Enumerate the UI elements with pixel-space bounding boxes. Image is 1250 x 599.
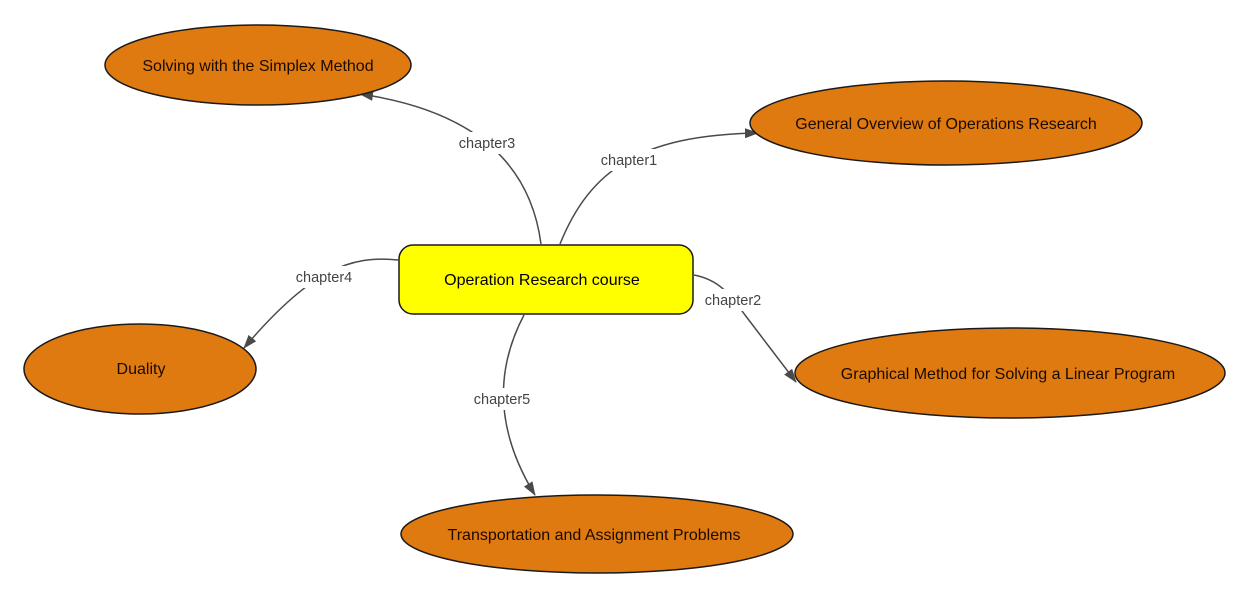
topic-node-label: General Overview of Operations Research: [795, 116, 1096, 133]
topic-node-ch3[interactable]: Solving with the Simplex Method: [104, 24, 412, 106]
edge-label-chapter3: chapter3: [459, 136, 515, 152]
topic-node-ch5[interactable]: Transportation and Assignment Problems: [400, 494, 794, 574]
topic-node-label: Solving with the Simplex Method: [142, 58, 373, 75]
edge-label-chapter2: chapter2: [705, 293, 761, 309]
topic-node-ellipse[interactable]: [400, 494, 794, 574]
topic-node-label: Transportation and Assignment Problems: [448, 527, 741, 544]
edge-label-chapter4: chapter4: [296, 270, 352, 286]
topic-node-ch2[interactable]: Graphical Method for Solving a Linear Pr…: [794, 327, 1226, 419]
edge-labels: chapter3 chapter1 chapter2 chapter4 chap…: [288, 132, 770, 410]
center-node-label: Operation Research course: [444, 272, 640, 289]
topic-node-ellipse[interactable]: [794, 327, 1226, 419]
topic-node-label: Duality: [117, 361, 166, 378]
center-node-box[interactable]: [398, 244, 694, 315]
topic-node-ellipse[interactable]: [104, 24, 412, 106]
topic-node-ch4[interactable]: Duality: [23, 323, 257, 415]
topic-node-label: Graphical Method for Solving a Linear Pr…: [841, 366, 1175, 383]
center-node[interactable]: Operation Research course: [398, 244, 694, 315]
topic-node-ellipse[interactable]: [23, 323, 257, 415]
topic-node-ellipse[interactable]: [749, 80, 1143, 166]
edge-chapter3[interactable]: [359, 90, 542, 245]
topic-node-ch1[interactable]: General Overview of Operations Research: [749, 80, 1143, 166]
edge-label-chapter1: chapter1: [601, 153, 657, 169]
edge-label-chapter5: chapter5: [474, 392, 530, 408]
